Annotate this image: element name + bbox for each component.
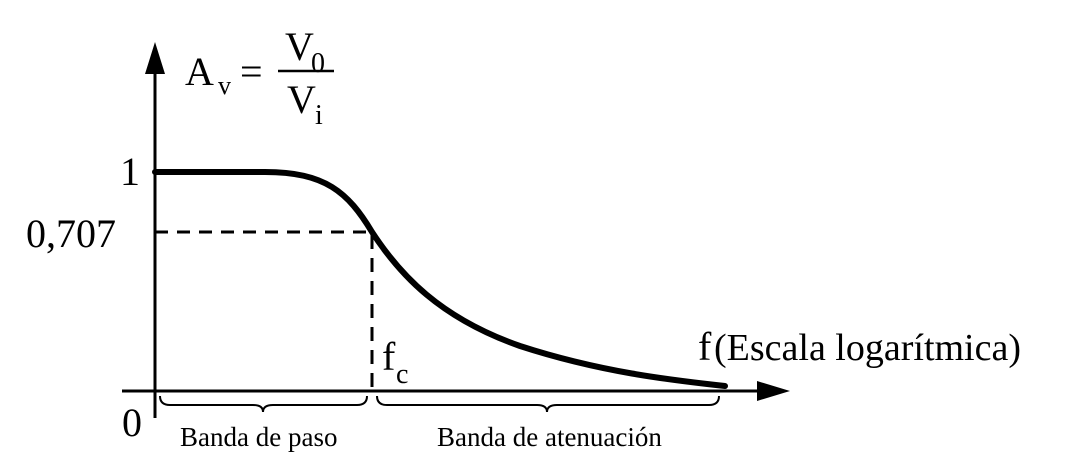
stop-band-brace [376,395,720,413]
y-axis-arrowhead [145,42,165,74]
numerator-subscript: 0 [311,48,325,79]
y-tick-label-one: 1 [120,149,140,194]
denominator-v: V [287,77,316,122]
frequency-response-curve [152,169,728,389]
x-axis-frequency-symbol: f [698,324,712,369]
y-tick-label-cutoff: 0,707 [26,211,116,256]
denominator-subscript: i [315,100,323,131]
y-tick-label-zero: 0 [122,400,142,445]
gain-subscript: v [218,71,231,100]
gain-symbol: A [185,49,214,94]
pass-band-label: Banda de paso [180,422,337,452]
equals-sign: = [240,49,263,94]
stop-band-label: Banda de atenuación [437,422,662,452]
cutoff-frequency-subscript: c [396,359,408,390]
cutoff-frequency-symbol: f [382,334,396,379]
x-axis-scale-note: (Escala logarítmica) [714,327,1021,369]
pass-band-brace [159,395,368,413]
numerator-v: V [285,24,314,69]
x-axis-arrowhead [757,381,790,401]
